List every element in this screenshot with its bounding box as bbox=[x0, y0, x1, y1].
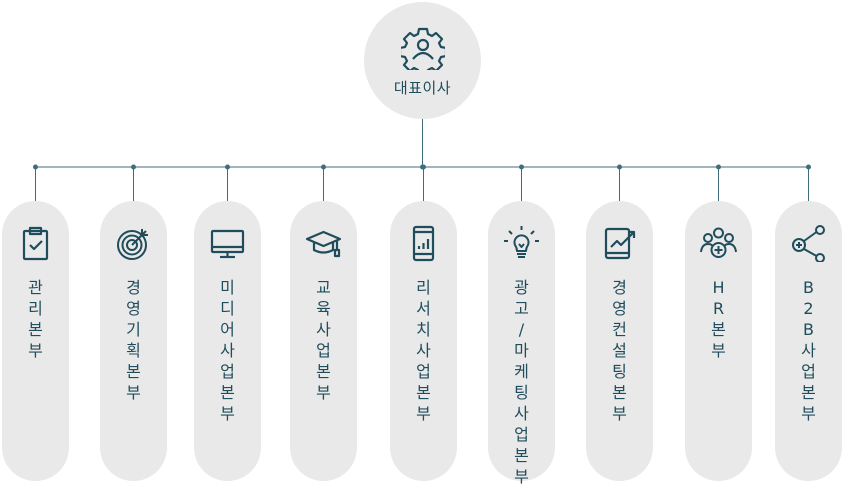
dept-label: 교 육 사 업 본 부 bbox=[316, 278, 331, 402]
dept-marketing: 광 고 / 마 케 팅 사 업 본 부 bbox=[488, 201, 555, 486]
connector-dot bbox=[33, 164, 38, 170]
dept-planning: 경 영 기 획 본 부 bbox=[100, 201, 167, 481]
dept-label: 미 디 어 사 업 본 부 bbox=[220, 278, 235, 423]
connector-dot bbox=[131, 164, 136, 170]
connector-dot bbox=[519, 164, 524, 170]
dept-label: 리 서 치 사 업 본 부 bbox=[416, 278, 431, 423]
ceo-node: 대표이사 bbox=[364, 2, 481, 119]
dept-b2b: B 2 B 사 업 본 부 bbox=[775, 201, 842, 481]
connector-dot bbox=[225, 164, 230, 170]
tablet-growth-icon bbox=[604, 227, 636, 260]
monitor-icon bbox=[210, 229, 245, 259]
dept-label: H R 본 부 bbox=[711, 278, 726, 360]
connector-dot bbox=[716, 164, 721, 170]
connector-dot bbox=[420, 164, 425, 170]
connector-dot bbox=[806, 164, 811, 170]
dept-management: 관 리 본 부 bbox=[2, 201, 69, 481]
dept-education: 교 육 사 업 본 부 bbox=[290, 201, 357, 481]
dept-media: 미 디 어 사 업 본 부 bbox=[194, 201, 261, 481]
dept-consulting: 경 영 컨 설 팅 본 부 bbox=[586, 201, 653, 481]
dept-label: B 2 B 사 업 본 부 bbox=[801, 278, 816, 423]
graduation-cap-icon bbox=[305, 230, 342, 258]
clipboard-check-icon bbox=[22, 226, 49, 261]
ceo-label: 대표이사 bbox=[393, 79, 452, 97]
dept-hr: H R 본 부 bbox=[685, 201, 752, 481]
tablet-chart-icon bbox=[412, 225, 435, 262]
dept-research: 리 서 치 사 업 본 부 bbox=[390, 201, 457, 481]
connector-dot bbox=[321, 164, 326, 170]
share-icon bbox=[792, 225, 825, 262]
dept-label: 경 영 기 획 본 부 bbox=[126, 278, 141, 402]
dept-label: 광 고 / 마 케 팅 사 업 본 부 bbox=[514, 278, 529, 486]
lightbulb-icon bbox=[504, 226, 539, 258]
dept-label: 경 영 컨 설 팅 본 부 bbox=[612, 278, 627, 423]
gear-person-icon bbox=[401, 27, 445, 70]
connector-dot bbox=[617, 164, 622, 170]
dept-label: 관 리 본 부 bbox=[28, 278, 43, 360]
target-icon bbox=[117, 229, 148, 260]
people-add-icon bbox=[700, 227, 737, 258]
